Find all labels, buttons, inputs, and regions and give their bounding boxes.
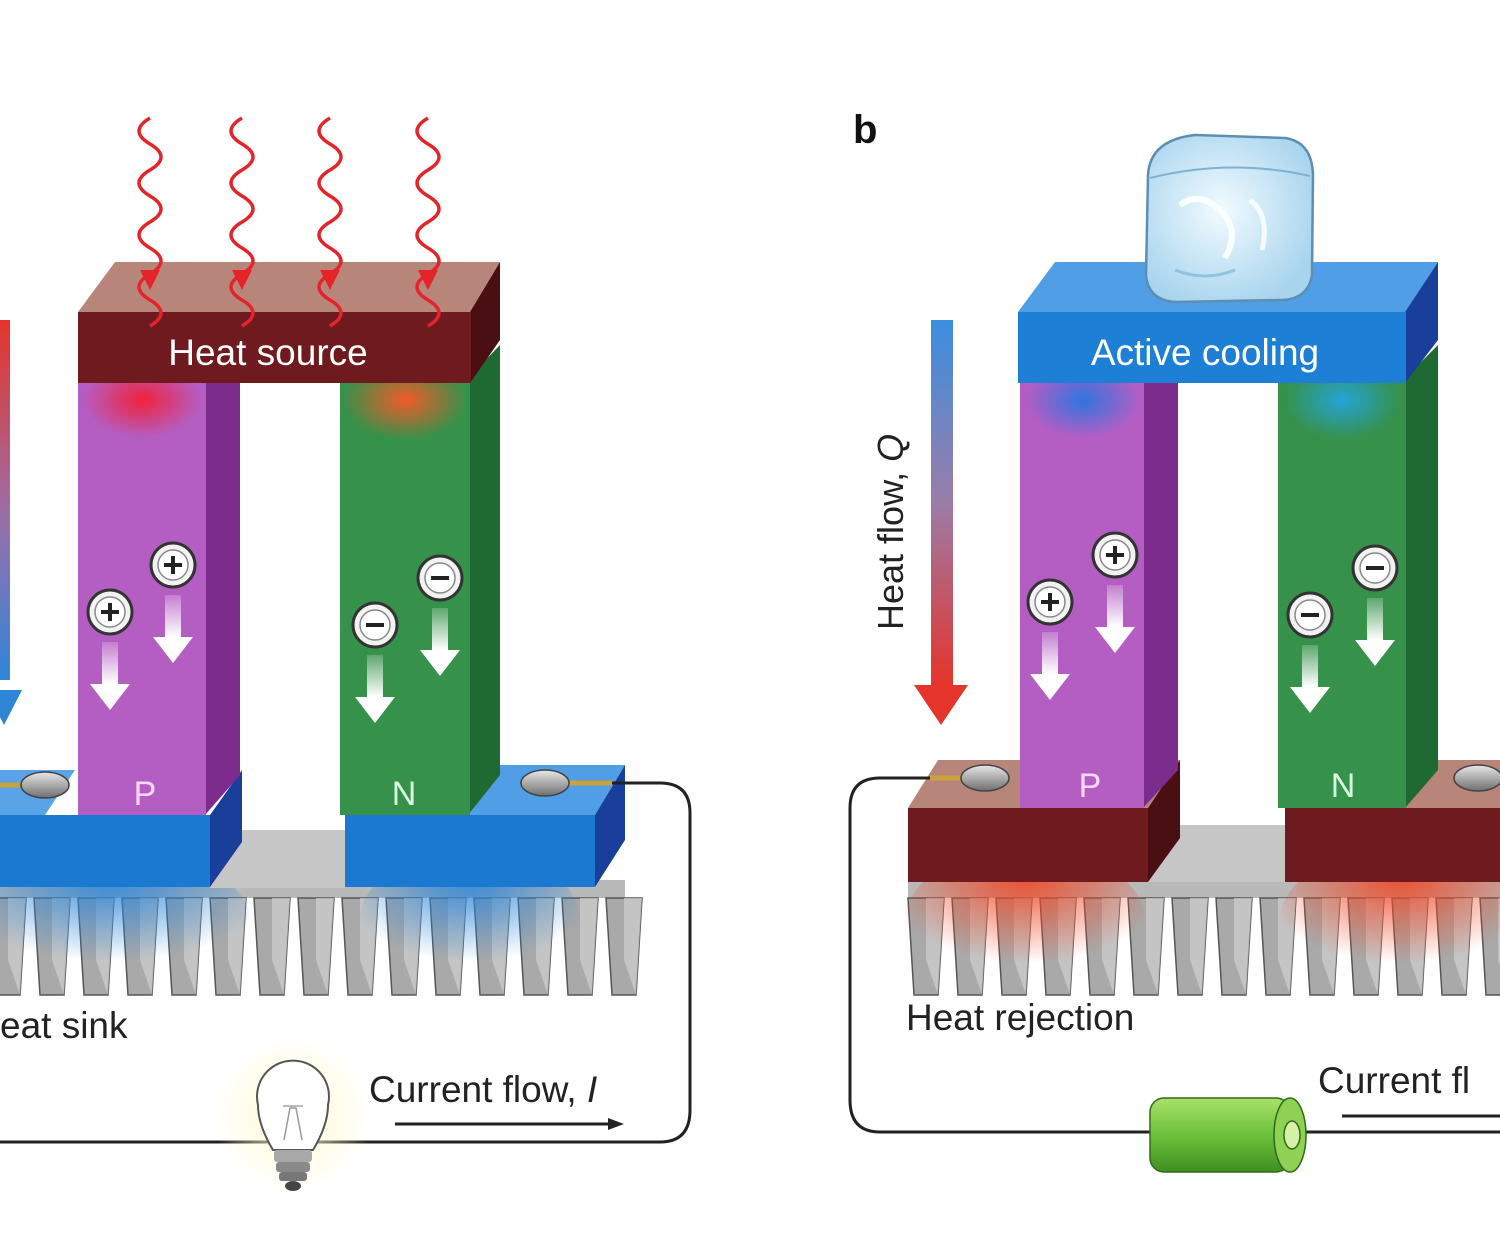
heat-flow-arrow-b xyxy=(931,320,953,685)
base-gap-b xyxy=(1148,825,1285,882)
panel-a: Heat source P N xyxy=(0,116,692,1195)
heat-rejection-zone-left xyxy=(905,848,1145,992)
p-leg-label-a: P xyxy=(134,775,157,813)
circuit-wire-b xyxy=(848,776,1500,1134)
heat-sink-b xyxy=(905,848,1500,996)
electron-carrier-icon xyxy=(1351,544,1399,666)
p-leg-label-b: P xyxy=(1079,767,1102,805)
heat-flow-arrowhead-b xyxy=(914,685,968,725)
heat-wave-arrow xyxy=(317,116,343,328)
n-leg-label-b: N xyxy=(1331,767,1356,805)
heat-wave-arrow xyxy=(415,116,441,328)
panel-b-letter: b xyxy=(853,108,877,152)
terminal-right-a xyxy=(520,769,612,797)
current-flow-label-a: Current flow, I xyxy=(369,1069,597,1110)
current-symbol-a: I xyxy=(587,1069,597,1110)
panel-b: b Heat flow, Q xyxy=(848,108,1500,1173)
battery-icon xyxy=(1149,1097,1307,1173)
ice-cube-icon xyxy=(1144,133,1315,304)
heat-flow-arrow-a xyxy=(0,320,10,680)
current-direction-arrow-a xyxy=(395,1118,624,1130)
circuit-wire-a xyxy=(0,781,692,1144)
heat-source-label: Heat source xyxy=(168,332,368,373)
heat-flow-label-b: Heat flow, Q xyxy=(870,434,911,630)
heat-sink-label: eat sink xyxy=(0,1005,128,1046)
active-cooling-label: Active cooling xyxy=(1091,332,1319,373)
n-leg-b xyxy=(1278,345,1438,808)
electron-carrier-icon xyxy=(1286,591,1334,713)
hole-carrier-icon xyxy=(86,588,134,710)
electron-carrier-icon xyxy=(416,554,464,676)
hole-carrier-icon xyxy=(149,541,197,663)
terminal-left-a xyxy=(0,771,70,799)
heat-source-block: Heat source xyxy=(78,262,500,383)
hole-carrier-icon xyxy=(1091,531,1139,653)
heat-sink-a xyxy=(0,850,643,996)
carrier-holes-a xyxy=(86,541,197,710)
heat-flow-arrowhead-a xyxy=(0,690,22,725)
heat-input-waves xyxy=(137,116,441,328)
terminal-right-b xyxy=(1453,764,1500,792)
carrier-holes-b xyxy=(1026,531,1139,700)
terminal-left-b xyxy=(930,764,1010,792)
heat-rejection-label: Heat rejection xyxy=(906,997,1134,1038)
carrier-electrons-b xyxy=(1286,544,1399,713)
base-gap-a xyxy=(210,830,345,888)
heat-wave-arrow xyxy=(137,116,163,328)
heat-flow-symbol: Q xyxy=(870,434,911,462)
heat-rejection-zone-right xyxy=(1280,848,1500,992)
n-leg-label-a: N xyxy=(392,775,417,813)
carrier-electrons-a xyxy=(351,554,464,723)
light-bulb-icon xyxy=(213,1035,373,1195)
hole-carrier-icon xyxy=(1026,578,1074,700)
heat-wave-arrow xyxy=(229,116,255,328)
electron-carrier-icon xyxy=(351,601,399,723)
current-flow-label-b: Current fl xyxy=(1318,1060,1470,1101)
